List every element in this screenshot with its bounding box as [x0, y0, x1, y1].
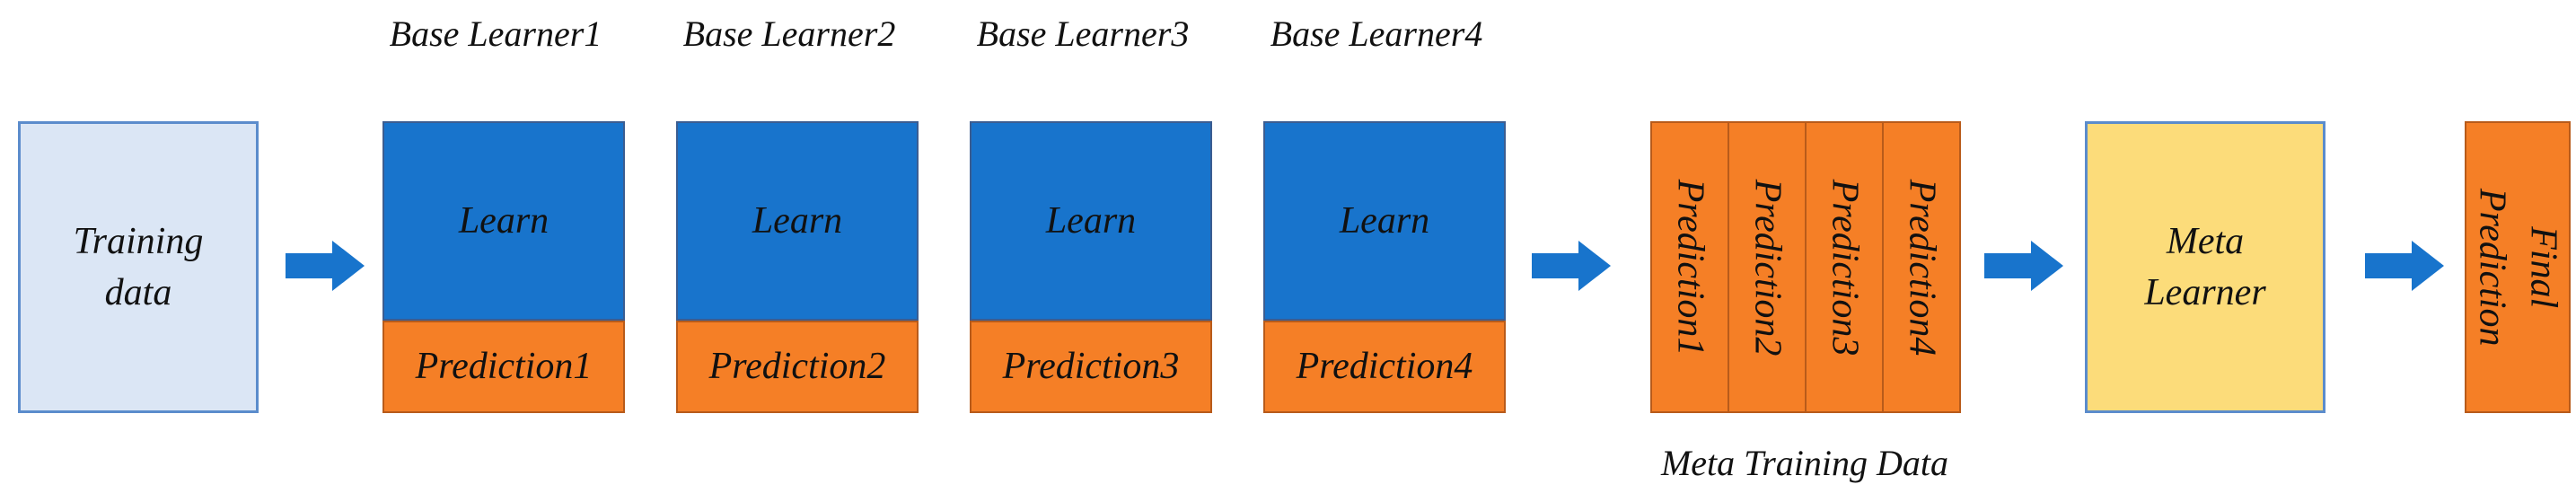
meta-training-column-1-label: Prediction1 — [1669, 179, 1711, 356]
base-learner-3-learn-label: Learn — [1045, 199, 1137, 242]
base-learner-1-learn-label: Learn — [458, 199, 549, 242]
base-learner-4-learn-label: Learn — [1339, 199, 1430, 242]
base-learner-4-heading: Base Learner4 — [1270, 13, 1483, 54]
training-data-box: Training data — [18, 121, 259, 413]
base-learner-4-learn-block: Learn — [1263, 121, 1506, 321]
meta-training-column-3-label: Prediction3 — [1824, 179, 1866, 356]
base-learner-1-prediction-label: Prediction1 — [415, 346, 593, 388]
base-learner-4-prediction-block: Prediction4 — [1263, 321, 1506, 413]
final-prediction-label: Final Prediction — [2466, 189, 2568, 347]
arrow-right-icon — [1532, 241, 1611, 291]
final-prediction-label-line2: Prediction — [2472, 188, 2514, 347]
base-learner-2-learn-block: Learn — [676, 121, 919, 321]
base-learner-1-learn-block: Learn — [382, 121, 625, 321]
base-learner-3-learn-block: Learn — [970, 121, 1212, 321]
meta-learner-box: Meta Learner — [2085, 121, 2325, 413]
arrow-right-icon — [286, 241, 365, 291]
base-learner-2-learn-label: Learn — [752, 199, 843, 242]
base-learner-3-prediction-label: Prediction3 — [1002, 346, 1180, 388]
meta-training-column-2-label: Prediction2 — [1746, 179, 1789, 356]
base-learner-3-heading: Base Learner3 — [976, 13, 1190, 54]
meta-training-caption: Meta Training Data — [1660, 443, 1949, 483]
meta-training-column-1: Prediction1 — [1650, 121, 1729, 413]
arrow-right-icon — [2365, 241, 2444, 291]
base-learner-1-heading: Base Learner1 — [389, 13, 602, 54]
base-learner-2-prediction-label: Prediction2 — [708, 346, 886, 388]
final-prediction-label-line1: Final — [2522, 225, 2564, 308]
meta-learner-label-line2: Learner — [2144, 271, 2266, 313]
training-data-label-line2: data — [104, 271, 172, 313]
base-learner-4-prediction-label: Prediction4 — [1296, 346, 1473, 388]
arrow-right-icon — [1984, 241, 2063, 291]
meta-training-column-2: Prediction2 — [1728, 121, 1807, 413]
base-learner-2-heading: Base Learner2 — [682, 13, 896, 54]
base-learner-2-prediction-block: Prediction2 — [676, 321, 919, 413]
meta-training-column-3: Prediction3 — [1805, 121, 1884, 413]
meta-learner-label-line1: Meta — [2166, 220, 2245, 262]
final-prediction-box: Final Prediction — [2465, 121, 2571, 413]
meta-training-column-4-label: Prediction4 — [1901, 179, 1943, 356]
base-learner-1-prediction-block: Prediction1 — [382, 321, 625, 413]
base-learner-3-prediction-block: Prediction3 — [970, 321, 1212, 413]
meta-training-column-4: Prediction4 — [1882, 121, 1961, 413]
training-data-label-line1: Training — [73, 220, 204, 262]
